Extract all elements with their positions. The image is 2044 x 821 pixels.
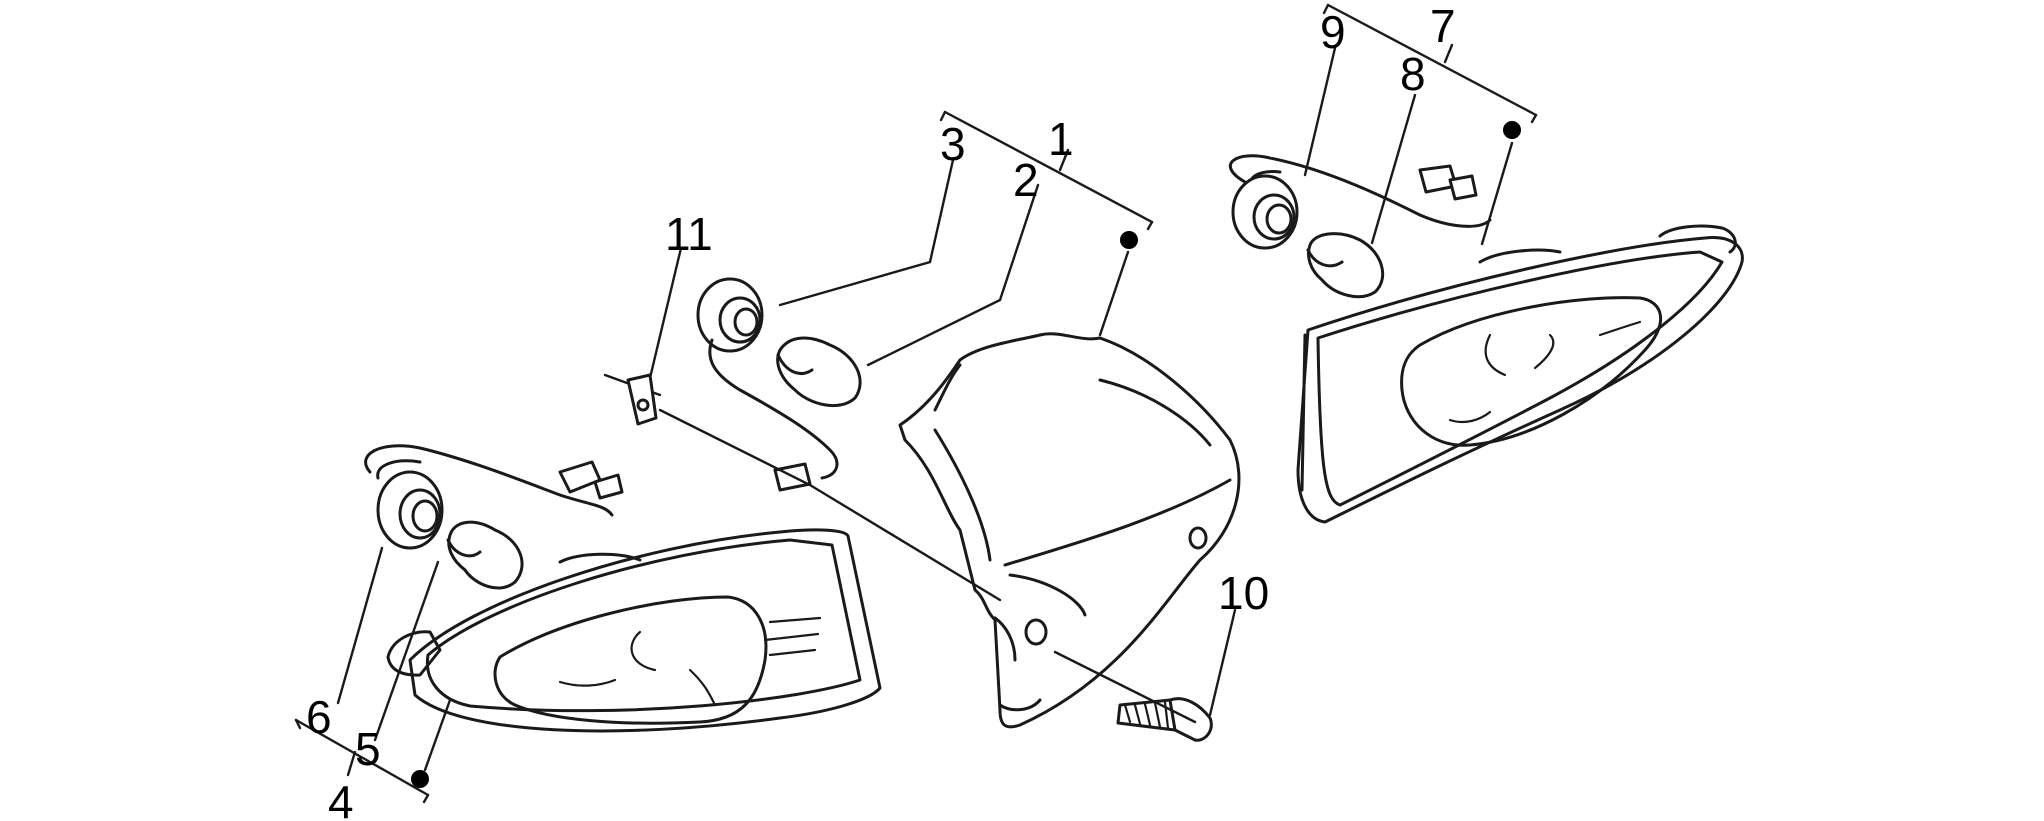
right-bulb (1306, 232, 1385, 299)
licence-plate-holder (898, 332, 1241, 729)
callout-8: 8 (1400, 48, 1426, 100)
callout-1: 1 (1048, 113, 1074, 165)
callout-7: 7 (1430, 0, 1456, 52)
right-lamp-housing (1296, 224, 1744, 524)
callout-5: 5 (355, 723, 381, 775)
leader-10 (1208, 608, 1237, 717)
right-bulb-socket-harness (1229, 154, 1492, 250)
callout-4: 4 (328, 776, 354, 821)
clip-11 (626, 373, 658, 426)
bracket-7 (1322, 3, 1538, 246)
callout-11: 11 (665, 208, 713, 260)
screw-10 (1053, 650, 1213, 742)
bracket-4 (294, 698, 452, 804)
left-bulb (446, 520, 524, 590)
leader-9 (1303, 46, 1337, 177)
leader-6 (336, 546, 384, 705)
leader-5 (373, 560, 440, 742)
left-bulb-socket-harness (364, 444, 624, 550)
callout-9: 9 (1320, 6, 1346, 58)
centre-bulb (776, 336, 862, 407)
leader-3 (778, 158, 955, 307)
left-lamp-housing (386, 528, 882, 733)
bracket-1 (939, 110, 1154, 337)
callout-6: 6 (306, 691, 332, 743)
callout-3: 3 (940, 118, 966, 170)
callout-10: 10 (1218, 567, 1269, 619)
leader-2 (866, 183, 1040, 367)
leader-8 (1370, 93, 1417, 245)
callout-2: 2 (1013, 154, 1039, 206)
leader-11 (648, 246, 683, 380)
